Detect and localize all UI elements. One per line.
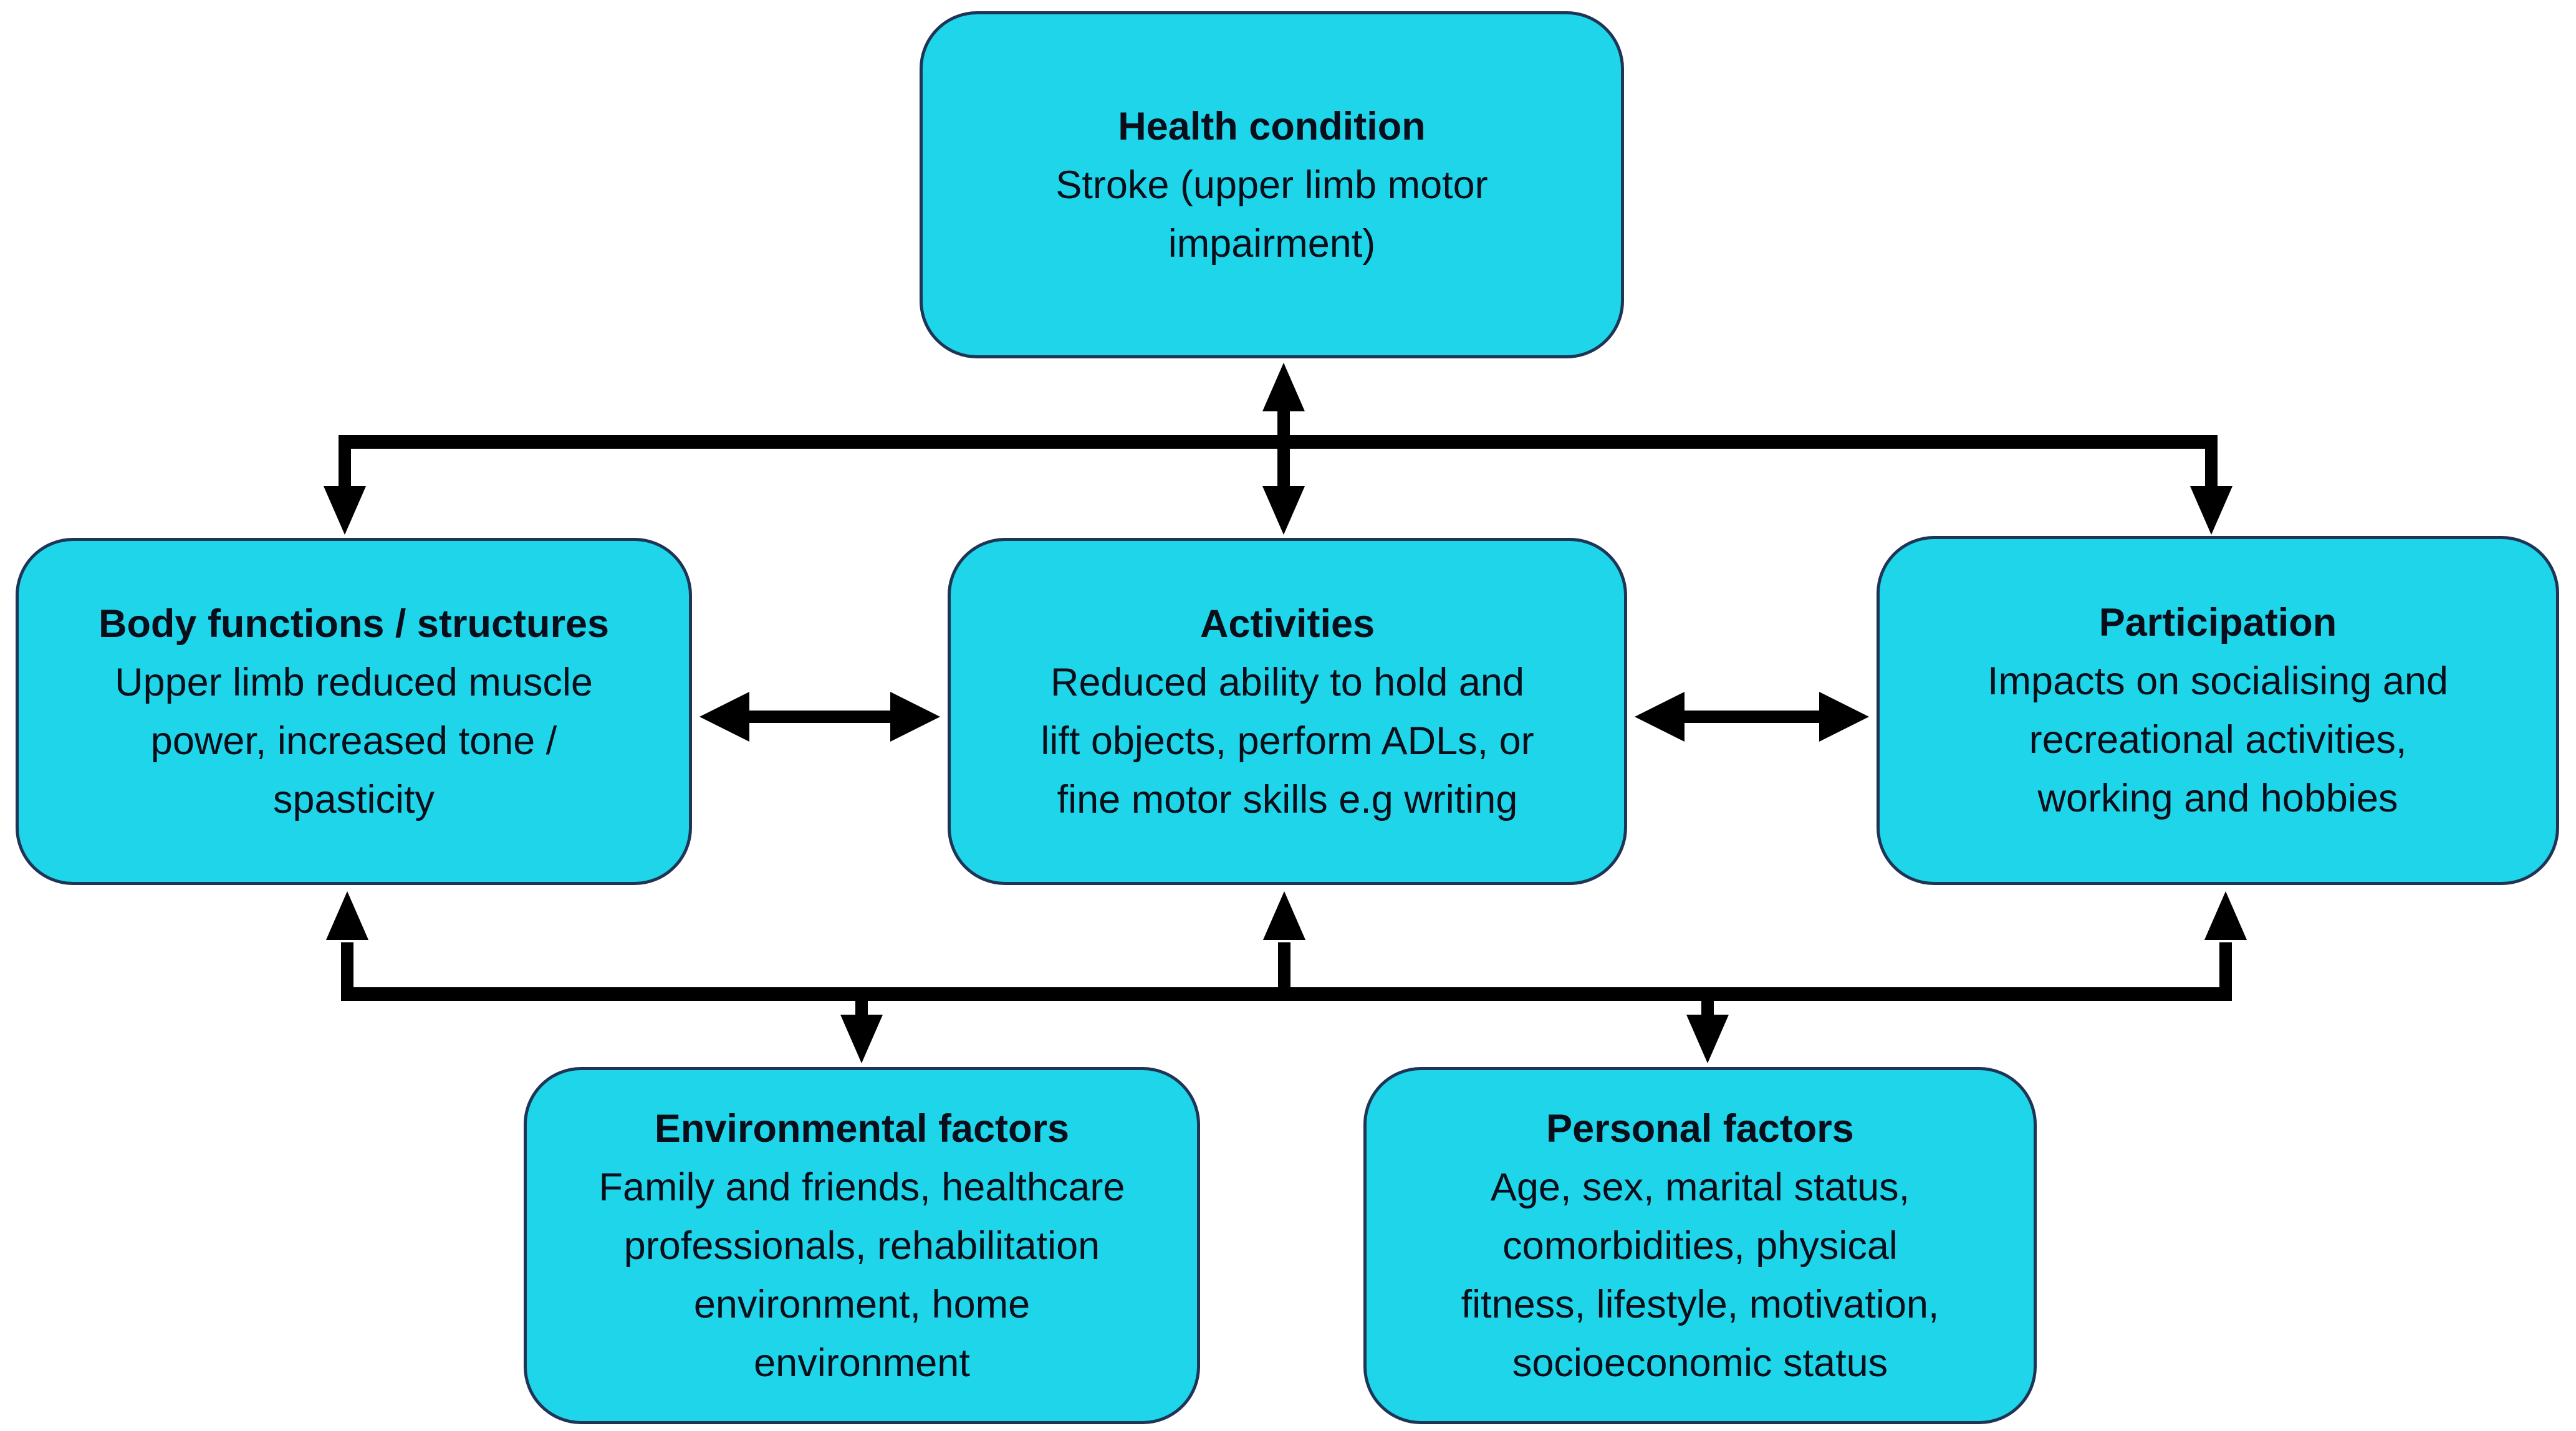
node-health-condition: Health condition Stroke (upper limb moto… xyxy=(920,11,1624,358)
node-health-condition-body: Stroke (upper limb motor impairment) xyxy=(1055,163,1488,266)
node-body-functions-title: Body functions / structures xyxy=(98,601,610,646)
arrowhead-left-into-body-functions-icon xyxy=(699,692,749,742)
node-activities-body: Reduced ability to hold and lift objects… xyxy=(1040,660,1534,821)
node-environmental-factors-body: Family and friends, healthcare professio… xyxy=(598,1165,1125,1385)
node-body-functions-body: Upper limb reduced muscle power, increas… xyxy=(115,660,593,821)
node-environmental-factors: Environmental factors Family and friends… xyxy=(524,1067,1200,1424)
arrowhead-right-into-activities-icon xyxy=(890,692,940,742)
arrowhead-down-into-body-functions-icon xyxy=(324,486,366,535)
node-participation: Participation Impacts on socialising and… xyxy=(1877,536,2559,885)
node-participation-body: Impacts on socialising and recreational … xyxy=(1987,659,2448,820)
arrowhead-up-into-participation-icon xyxy=(2204,891,2247,940)
arrowhead-up-into-activities-icon xyxy=(1263,891,1305,940)
arrowhead-up-into-body-functions-icon xyxy=(326,891,368,940)
arrowhead-down-into-participation-icon xyxy=(2190,486,2232,535)
node-personal-factors-body: Age, sex, marital status, comorbidities,… xyxy=(1461,1165,1939,1385)
node-personal-factors: Personal factors Age, sex, marital statu… xyxy=(1363,1067,2037,1424)
node-activities: Activities Reduced ability to hold and l… xyxy=(948,538,1627,885)
arrowhead-down-into-environmental-icon xyxy=(840,1015,883,1063)
arrowhead-up-into-health-condition-icon xyxy=(1262,363,1305,411)
arrowhead-down-into-personal-icon xyxy=(1686,1015,1729,1063)
arrowhead-right-into-participation-icon xyxy=(1819,692,1869,742)
node-body-functions: Body functions / structures Upper limb r… xyxy=(16,538,692,885)
arrowhead-left-into-activities-icon xyxy=(1635,692,1684,742)
node-health-condition-title: Health condition xyxy=(1118,104,1426,148)
arrowhead-down-into-activities-icon xyxy=(1262,486,1305,535)
node-participation-title: Participation xyxy=(2098,601,2337,644)
node-environmental-factors-title: Environmental factors xyxy=(654,1106,1070,1151)
node-activities-title: Activities xyxy=(1199,601,1375,646)
node-personal-factors-title: Personal factors xyxy=(1546,1106,1854,1151)
